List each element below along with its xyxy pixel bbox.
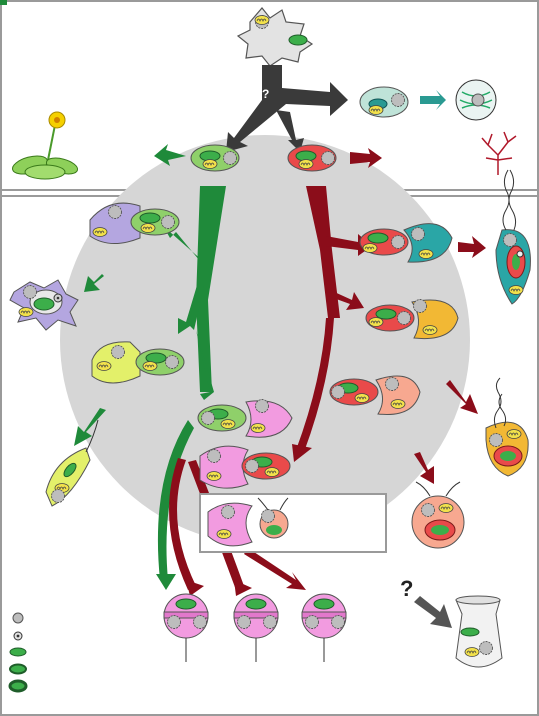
secondary-plastid-icon — [9, 663, 27, 675]
legend — [8, 612, 28, 693]
euglenid-engulfment-cell — [91, 341, 185, 384]
red-arrow-to-heterokont — [446, 380, 478, 414]
red-arrow-to-peridinin-cell — [414, 452, 434, 484]
red-seaweed-icon — [481, 131, 517, 175]
red-arrow-to-seaweed — [350, 148, 382, 168]
pink-host-green-engulfment-cell — [197, 399, 293, 438]
cup-shaped-cell — [455, 595, 503, 668]
grey-arrow-to-cup-cell — [414, 596, 452, 628]
green-secondary-arrow — [156, 186, 226, 590]
heterokont-engulfment-cell — [329, 375, 421, 416]
peach-dinoflagellate-cell — [411, 481, 465, 549]
unknown-origin-label: ? — [262, 87, 269, 101]
red-alga-cell — [287, 144, 337, 172]
cryptophyte-engulfment-cell — [359, 223, 453, 263]
primary-endosymbiosis-arrow: ? — [226, 65, 348, 152]
glaucophyte-cell — [359, 79, 497, 121]
chlorarachniophyte-engulfment-cell — [89, 202, 180, 244]
tertiary-plastid-icon — [8, 679, 28, 693]
unknown-host-label: ? — [400, 576, 413, 601]
dinoflagellate-red-plastid — [233, 593, 279, 662]
red-arrow-to-cryptophyte — [458, 236, 486, 258]
green-alga-cell — [190, 144, 240, 172]
nucleus-icon — [12, 612, 24, 624]
land-plant-icon — [11, 111, 79, 180]
tertiary-engulfment-box — [199, 493, 387, 553]
pink-host-red-engulfment-cell — [199, 445, 291, 489]
haptophyte-engulfment-cell — [365, 299, 459, 340]
green-arrow-to-euglenid — [74, 408, 106, 446]
green-arrow-to-chlorarachniophyte — [84, 274, 104, 292]
primary-plastid-icon — [9, 647, 27, 657]
heterokont-cell — [485, 377, 529, 477]
chlorarachniophyte-cell — [9, 279, 79, 331]
cryptophyte-cell — [495, 169, 531, 305]
dinoflagellate-green-plastid — [163, 593, 209, 662]
secondary-endosymbiosis-background — [60, 135, 470, 545]
ancestral-host-cell — [236, 7, 314, 67]
dinoflagellate-tertiary-plastid — [301, 593, 347, 662]
green-arrow-to-plant — [154, 144, 186, 166]
euglenid-cell — [45, 419, 99, 507]
